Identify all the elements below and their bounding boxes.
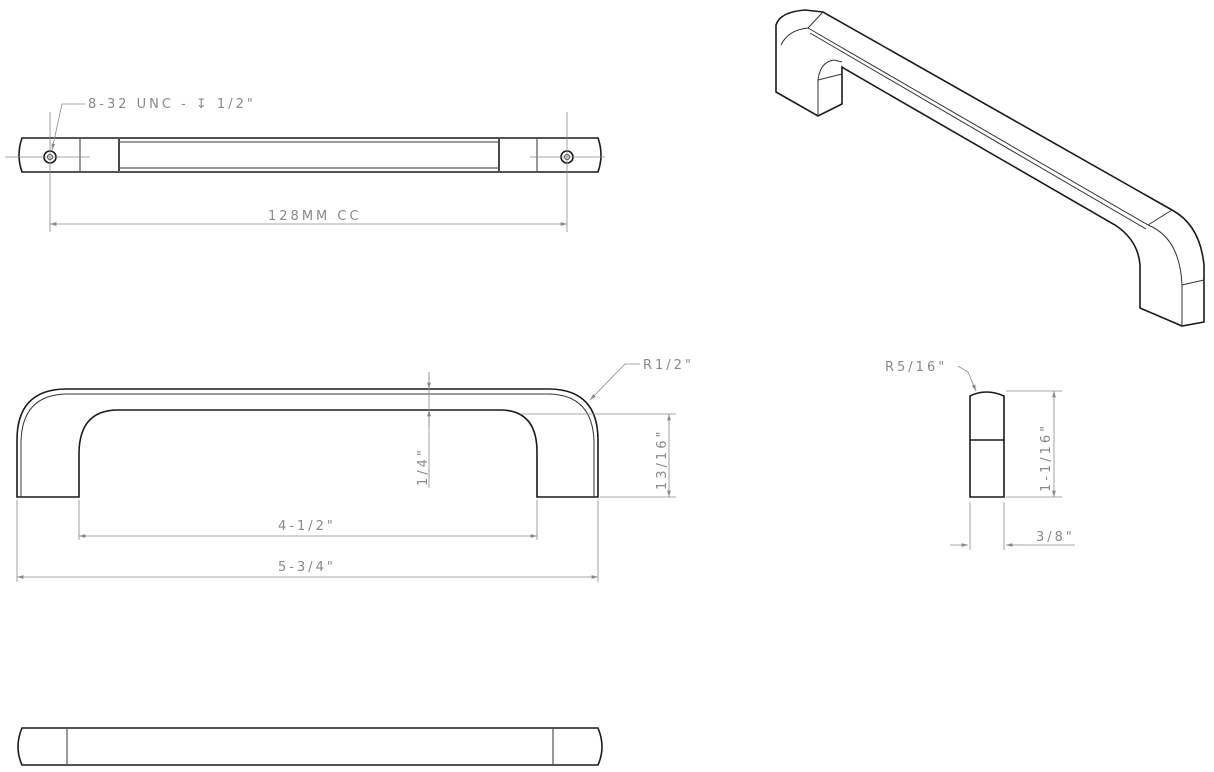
- side-height-label: 1-1/16": [1039, 423, 1054, 492]
- front-view: 1/4" R1/2" 13/16" 4-1/2" 5-3/4": [16, 358, 694, 582]
- wall-thickness-label: 1/4": [416, 447, 431, 486]
- top-view: 8-32 UNC - ↧ 1/2" 128MM CC: [5, 97, 605, 232]
- side-view: R5/16" 1-1/16" 3/8": [885, 360, 1075, 550]
- center-to-center-label: 128MM CC: [268, 209, 362, 224]
- bottom-view: [17, 727, 603, 766]
- side-width-label: 3/8": [1036, 530, 1075, 545]
- front-radius-label: R1/2": [643, 358, 694, 373]
- side-radius-label: R5/16": [885, 360, 947, 375]
- inner-height-label: 13/16": [655, 429, 670, 490]
- isometric-view: [775, 9, 1205, 327]
- overall-length-label: 5-3/4": [278, 560, 336, 575]
- thread-callout-label: 8-32 UNC - ↧ 1/2": [88, 97, 256, 112]
- inner-length-label: 4-1/2": [278, 519, 336, 534]
